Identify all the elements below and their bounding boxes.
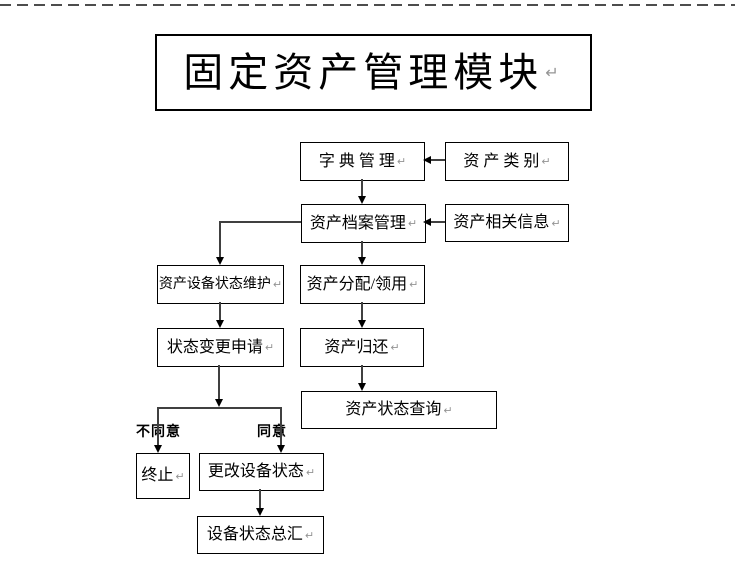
arrowhead-down-icon <box>216 320 224 328</box>
asset-archive-box: 资产档案管理 ↵ <box>301 204 426 243</box>
arrowhead-down-icon <box>358 320 366 328</box>
paragraph-mark-icon: ↵ <box>272 278 283 291</box>
page-title: 固定资产管理模块 <box>183 49 544 95</box>
status-summary-label: 设备状态总汇 <box>206 526 303 543</box>
branch-horizontal-line <box>157 407 281 409</box>
paragraph-mark-icon: ↵ <box>305 465 316 479</box>
change-request-label: 状态变更申请 <box>166 338 263 356</box>
connector-archive-to-maintain-v <box>219 221 221 258</box>
paragraph-mark-icon: ↵ <box>551 216 561 230</box>
connector-archive-to-maintain-h <box>219 221 301 223</box>
paragraph-mark-icon: ↵ <box>304 528 315 542</box>
asset-allocation-label: 资产分配/领用 <box>306 275 408 293</box>
arrowhead-down-icon <box>215 399 223 407</box>
arrowhead-down-icon <box>358 257 366 265</box>
connector-change-to-summary <box>259 489 261 509</box>
paragraph-mark-icon: ↵ <box>390 341 400 354</box>
status-query-label: 资产状态查询 <box>345 401 442 418</box>
asset-return-label: 资产归还 <box>324 338 389 356</box>
change-request-box: 状态变更申请 ↵ <box>157 328 284 367</box>
status-summary-box: 设备状态总汇 ↵ <box>197 516 324 554</box>
asset-allocation-box: 资产分配/领用 ↵ <box>300 265 425 304</box>
connector-info-to-archive <box>431 221 445 223</box>
connector-alloc-to-return <box>361 302 363 321</box>
change-status-label: 更改设备状态 <box>207 463 304 480</box>
change-status-box: 更改设备状态 ↵ <box>199 453 324 491</box>
connector-archive-to-alloc <box>361 241 363 258</box>
paragraph-mark-icon: ↵ <box>443 403 453 417</box>
connector-dict-to-archive <box>361 179 363 198</box>
asset-related-info-box: 资产相关信息 ↵ <box>445 204 569 242</box>
paragraph-mark-icon: ↵ <box>545 62 564 82</box>
paragraph-mark-icon: ↵ <box>396 155 407 168</box>
dict-management-label: 字 典 管 理 <box>318 152 395 170</box>
paragraph-mark-icon: ↵ <box>175 469 185 483</box>
asset-related-info-label: 资产相关信息 <box>453 214 550 231</box>
asset-category-label: 资 产 类 别 <box>463 152 540 170</box>
arrowhead-down-icon <box>154 445 162 453</box>
asset-return-box: 资产归还 ↵ <box>300 328 424 367</box>
arrowhead-down-icon <box>256 508 264 516</box>
paragraph-mark-icon: ↵ <box>264 341 275 354</box>
status-maintenance-box: 资产设备状态维护 ↵ <box>157 265 284 304</box>
connector-maintain-to-request <box>219 302 221 321</box>
paragraph-mark-icon: ↵ <box>407 217 418 230</box>
page-boundary-dashed-line <box>0 4 735 6</box>
dict-management-box: 字 典 管 理 ↵ <box>300 142 425 181</box>
arrowhead-down-icon <box>277 445 285 453</box>
status-maintenance-label: 资产设备状态维护 <box>158 276 271 292</box>
terminate-label: 终止 <box>141 467 174 484</box>
paragraph-mark-icon: ↵ <box>541 155 551 168</box>
arrowhead-down-icon <box>358 196 366 204</box>
paragraph-mark-icon: ↵ <box>409 278 419 291</box>
asset-archive-label: 资产档案管理 <box>309 214 406 232</box>
connector-category-to-dict <box>431 159 445 161</box>
title-box: 固定资产管理模块 ↵ <box>155 34 592 111</box>
branch-right-line <box>280 407 282 445</box>
arrowhead-left-icon <box>423 156 431 164</box>
connector-request-to-branch <box>218 365 220 400</box>
arrowhead-left-icon <box>423 218 431 226</box>
status-query-box: 资产状态查询 ↵ <box>301 391 497 429</box>
branch-left-line <box>157 407 159 445</box>
arrowhead-down-icon <box>216 257 224 265</box>
connector-return-to-query <box>361 365 363 384</box>
asset-category-box: 资 产 类 别 ↵ <box>445 142 569 181</box>
arrowhead-down-icon <box>358 383 366 391</box>
terminate-box: 终止 ↵ <box>136 453 190 499</box>
agree-label: 同意 <box>257 423 287 439</box>
